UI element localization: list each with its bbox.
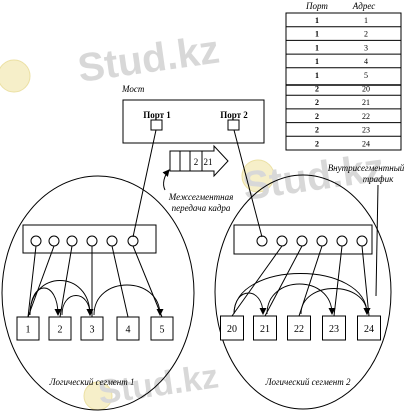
table-cell-address: 20 (362, 85, 370, 94)
table-cell-port: 2 (315, 85, 319, 94)
station-link (132, 245, 163, 318)
frame-field-destination-port: 2 (194, 157, 199, 167)
segment2-label: Логический сегмент 2 (264, 377, 351, 387)
station-label: 2 (58, 325, 63, 336)
switch-port (30, 235, 42, 247)
table-header-port: Порт (305, 1, 328, 11)
switch-port (276, 235, 288, 247)
station-link (333, 245, 343, 317)
station-label: 1 (26, 325, 31, 336)
table-cell-port: 1 (315, 57, 319, 66)
switch-port (86, 235, 98, 247)
table-cell-port: 1 (315, 16, 319, 25)
station-link (111, 245, 129, 318)
traffic-arc (266, 283, 336, 315)
table-cell-address: 21 (362, 98, 370, 107)
station-node (287, 315, 311, 341)
logical-segment-1: 1 2 3 4 5 Логический сегмент 1 (1, 175, 195, 411)
bridge-port2 (227, 119, 240, 131)
switch-port (48, 235, 60, 247)
frame-arrow: 2 21 (169, 144, 229, 178)
bridge-title: Мост (121, 84, 145, 94)
intra-segment-label-line2: трафик (363, 174, 394, 184)
station-label: 22 (294, 324, 304, 335)
station-link (361, 245, 370, 317)
bridge: Мост Порт 1 Порт 2 (121, 84, 265, 144)
traffic-arc (300, 288, 371, 315)
station-node (357, 315, 381, 341)
uplink-port1-segment1 (132, 129, 157, 238)
bridge-port2-label: Порт 2 (220, 110, 248, 120)
watermark-logo-icon (0, 59, 275, 411)
segment1-label: Логический сегмент 1 (48, 377, 134, 387)
station-node (253, 315, 277, 341)
table-cell-port: 1 (315, 71, 319, 80)
switch-port (256, 235, 268, 247)
traffic-arc (29, 280, 94, 316)
frame-field-address: 21 (204, 157, 213, 167)
logical-segment-2: 20 21 22 23 24 Логический сегмент 2 (214, 174, 392, 410)
intra-segment-label-line1: Внутрисегментный (328, 163, 404, 173)
station-label: 5 (160, 325, 165, 336)
traffic-arc (61, 295, 94, 316)
table-cell-address: 2 (364, 30, 368, 39)
station-link (264, 245, 303, 317)
watermark-text: Stud.kz (75, 28, 222, 91)
switch-port (127, 235, 139, 247)
inter-segment-label-line2: передача кадра (172, 203, 231, 213)
traffic-arc (93, 284, 164, 316)
table-cell-port: 2 (315, 112, 319, 121)
table-cell-address: 23 (362, 126, 370, 135)
inter-segment-label-line1: Межсегментная (168, 192, 234, 202)
station-node (80, 316, 104, 341)
switch-port (296, 235, 308, 247)
station-node (16, 316, 40, 341)
station-label: 3 (90, 325, 95, 336)
station-node (116, 316, 140, 341)
table-cell-address: 5 (364, 71, 368, 80)
station-label: 24 (364, 324, 374, 335)
station-link (231, 245, 283, 317)
table-cell-port: 1 (315, 30, 319, 39)
station-label: 23 (329, 324, 339, 335)
bridge-box (122, 99, 265, 144)
switch-port (356, 235, 368, 247)
table-cell-port: 1 (315, 43, 319, 52)
station-label: 21 (260, 324, 270, 335)
traffic-arc (233, 292, 267, 315)
station-label: 20 (227, 324, 237, 335)
station-node (150, 316, 174, 341)
switch-port (106, 235, 118, 247)
station-node (48, 316, 72, 341)
uplink-port2-segment2 (233, 129, 263, 238)
table-cell-port: 2 (315, 126, 319, 135)
table-cell-address: 1 (364, 16, 368, 25)
switch-port (336, 235, 348, 247)
table-cell-address: 3 (364, 43, 368, 52)
switch-port (316, 235, 328, 247)
station-link (27, 245, 37, 318)
station-link (27, 245, 55, 318)
table-cell-address: 4 (364, 57, 368, 66)
table-cell-port: 2 (315, 139, 319, 148)
bridge-port1 (150, 119, 163, 131)
traffic-arc (233, 273, 371, 315)
station-label: 4 (126, 325, 131, 336)
bridge-port1-label: Порт 1 (143, 110, 171, 120)
switch-port (66, 235, 78, 247)
table-cell-port: 2 (315, 98, 319, 107)
table-cell-address: 24 (362, 139, 370, 148)
table-cell-address: 22 (362, 112, 370, 121)
station-node (220, 315, 244, 341)
station-node (322, 315, 346, 341)
table-header-address: Адрес (352, 1, 375, 11)
